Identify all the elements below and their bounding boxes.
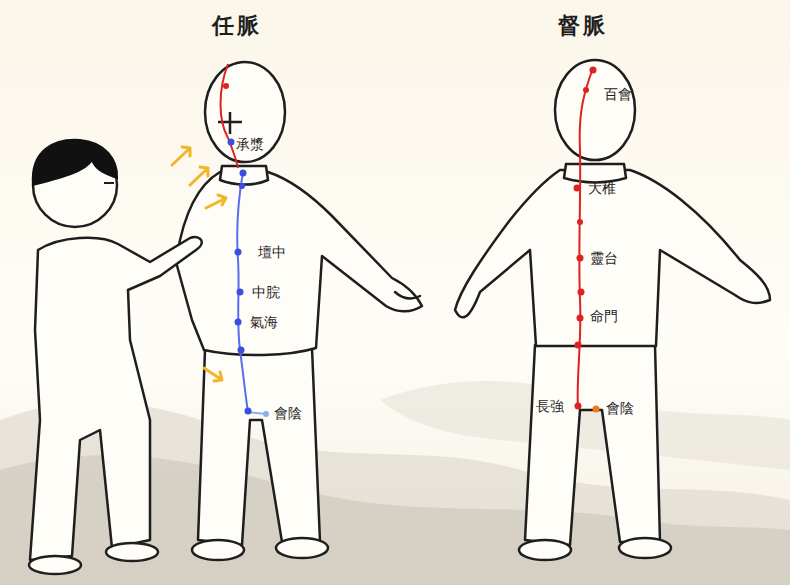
- point-label: 命門: [590, 308, 618, 325]
- point-label: 承漿: [236, 136, 264, 153]
- point-label: 百會: [604, 86, 632, 103]
- point-label: 長強: [536, 398, 564, 415]
- point-label: 壇中: [258, 244, 286, 261]
- point-label: 中脘: [252, 284, 280, 301]
- point-label: 會陰: [274, 405, 302, 422]
- point-label: 會陰: [606, 400, 634, 417]
- point-label: 氣海: [250, 314, 278, 331]
- point-label: 靈台: [590, 250, 618, 267]
- meridian-title: 任脈: [212, 12, 262, 38]
- point-label: 大椎: [588, 180, 616, 197]
- meridian-title: 督脈: [558, 12, 608, 38]
